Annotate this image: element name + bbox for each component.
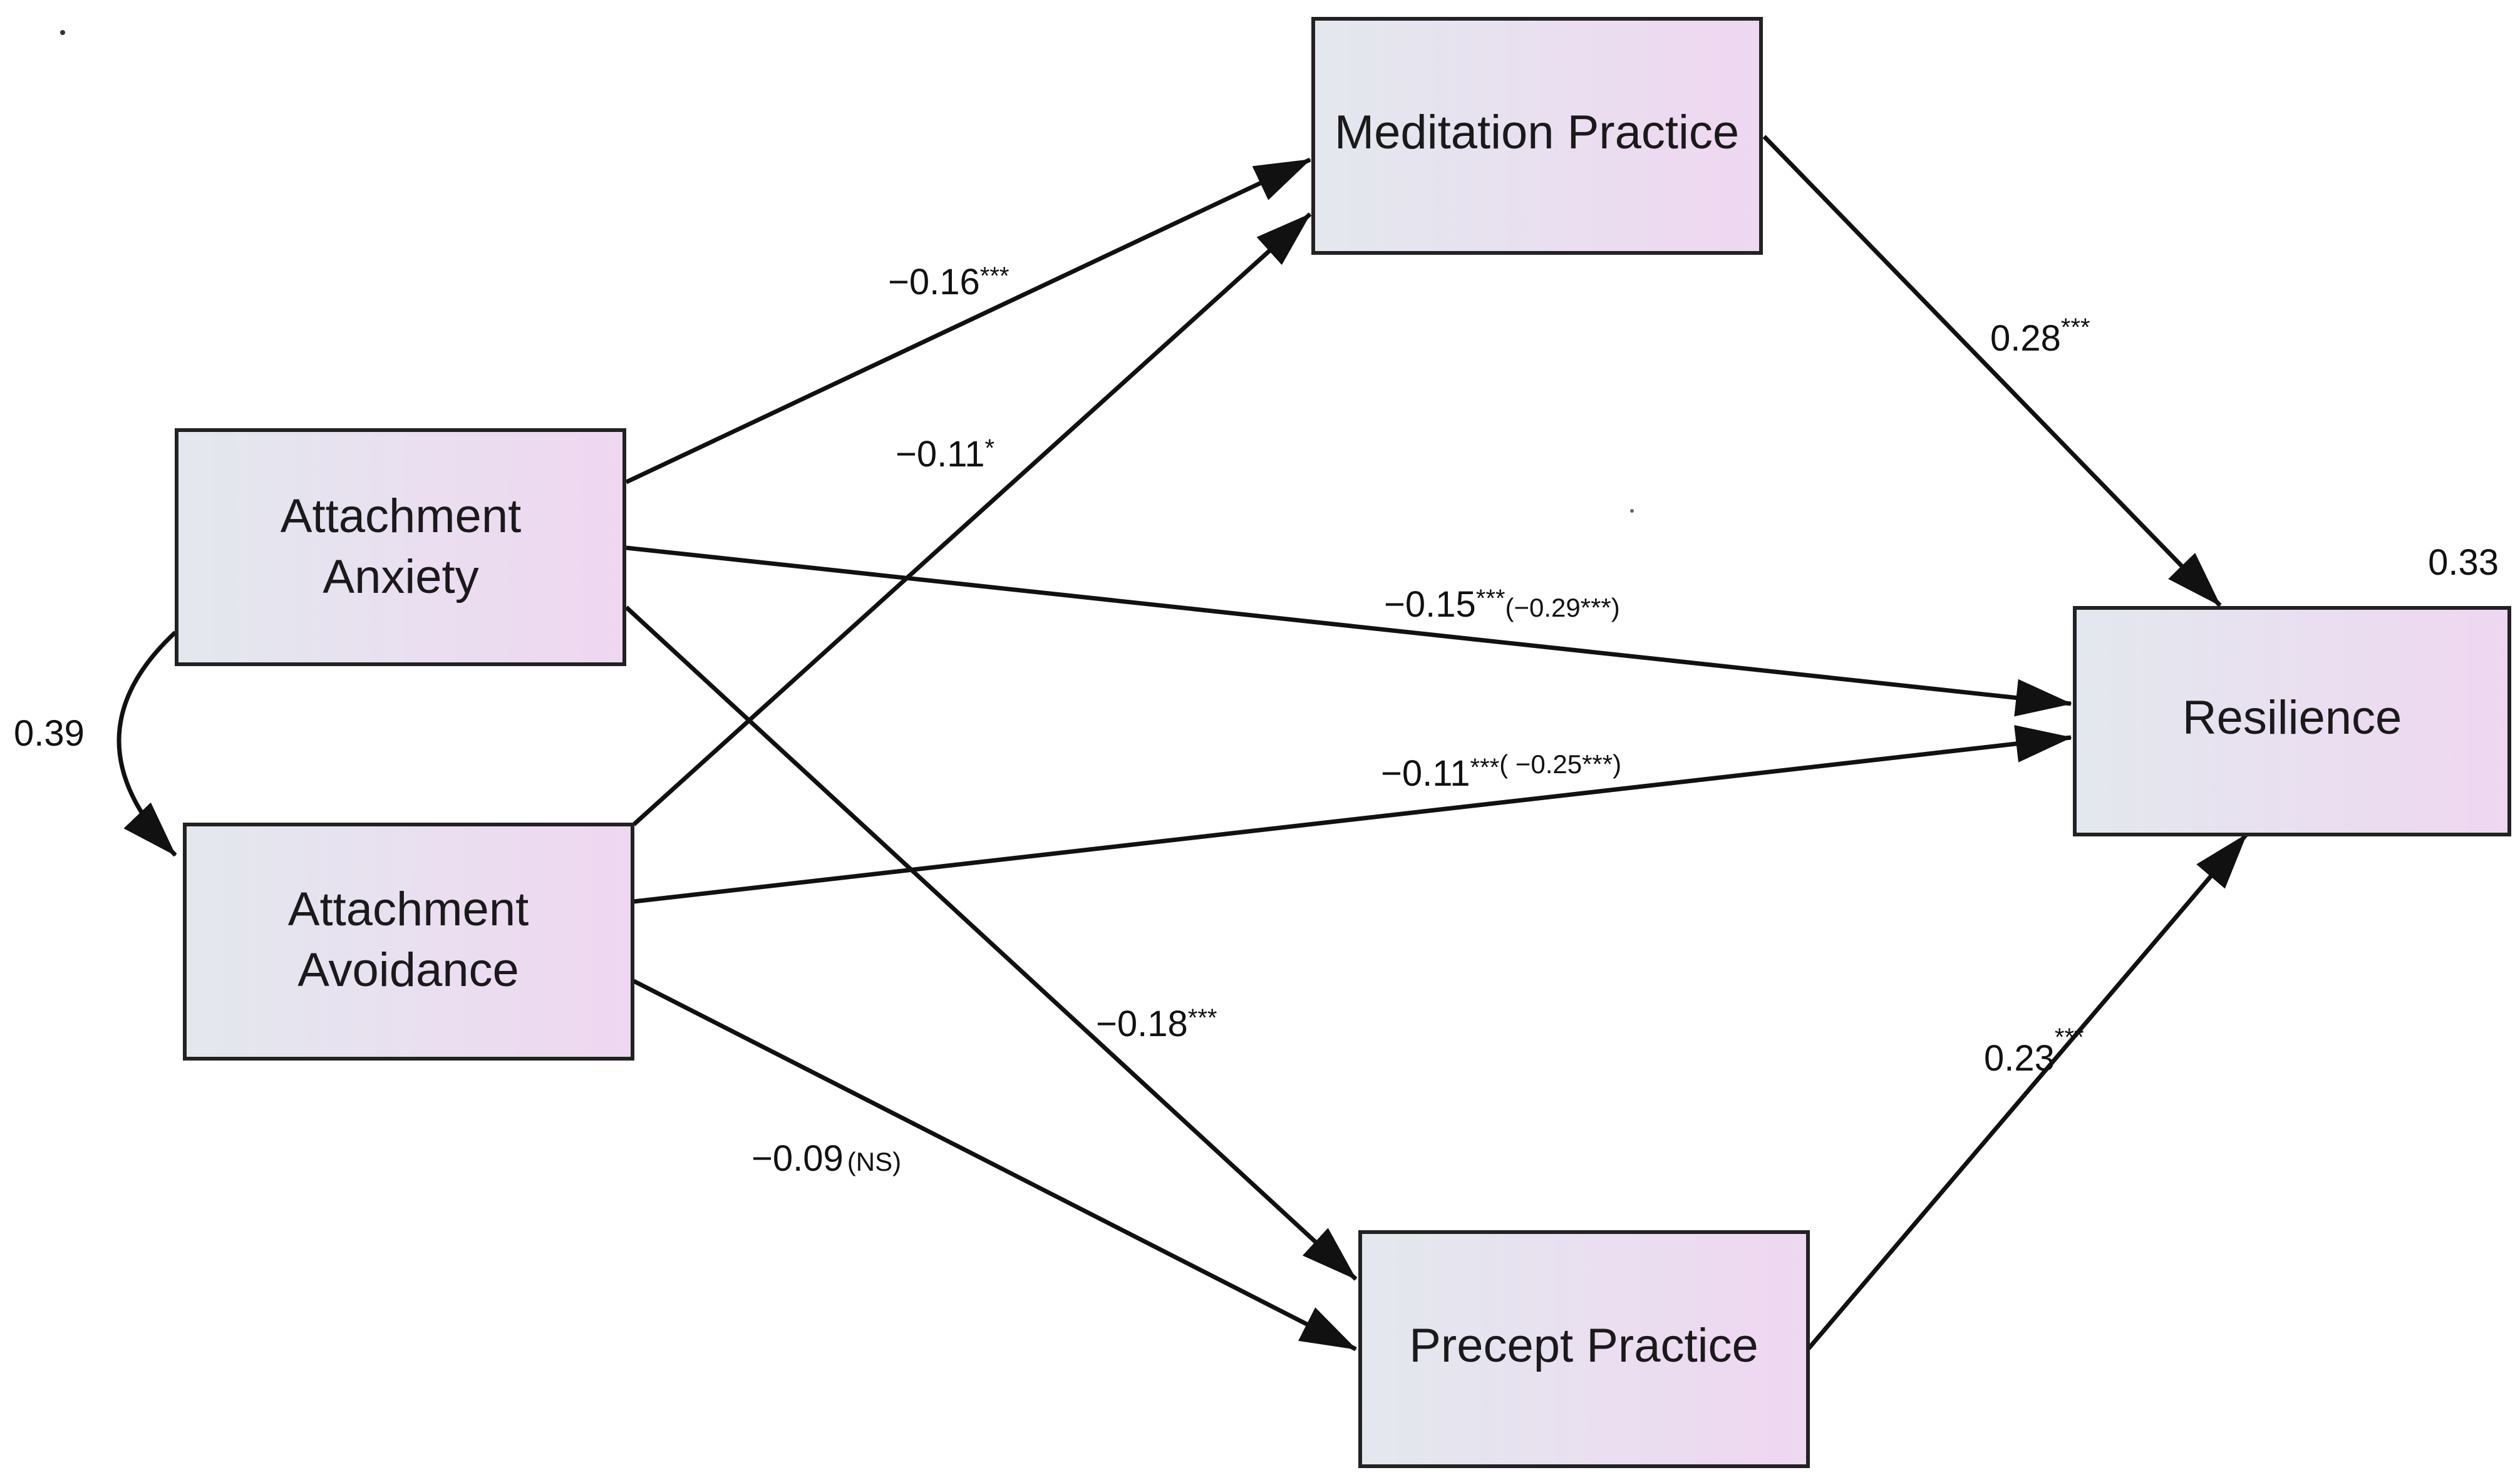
resilience-r-squared: 0.33 (2428, 542, 2499, 583)
coef-meditation-resilience: 0.28*** (1990, 314, 2090, 359)
coef-avoidance-meditation: −0.11* (896, 434, 994, 475)
node-label: Meditation Practice (1335, 106, 1739, 159)
node-precept-practice: Precept Practice (1358, 1230, 1810, 1468)
coef-anxiety-resilience: −0.15***(−0.29***) (1384, 584, 1620, 625)
node-attachment-anxiety: Attachment Anxiety (175, 428, 626, 666)
path-anxiety-precept (624, 605, 1358, 1281)
stray-dot (1630, 509, 1634, 513)
path-anxiety-meditation (625, 157, 1311, 485)
path-avoidance-resilience (633, 725, 2072, 904)
path-meditation-resilience (1762, 135, 2222, 607)
node-meditation-practice: Meditation Practice (1311, 17, 1763, 255)
node-label: Resilience (2182, 691, 2402, 744)
correlation-label: 0.39 (14, 713, 85, 754)
coef-anxiety-precept: −0.18*** (1096, 1004, 1217, 1044)
coef-avoidance-precept: −0.09(NS) (751, 1138, 901, 1179)
stray-dot (60, 30, 65, 35)
coef-avoidance-resilience: −0.11***( −0.25***) (1381, 749, 1621, 794)
node-attachment-avoidance: Attachment Avoidance (183, 823, 634, 1061)
node-label-line1: Attachment (288, 883, 529, 936)
node-label-line2: Avoidance (297, 943, 519, 997)
coef-precept-resilience: 0.23*** (1984, 1024, 2084, 1079)
path-precept-resilience (1807, 833, 2248, 1350)
path-anxiety-resilience (626, 545, 2072, 717)
node-label: Precept Practice (1409, 1319, 1758, 1372)
node-label-line2: Anxiety (323, 550, 478, 604)
path-avoidance-meditation (632, 212, 1312, 826)
coef-anxiety-meditation: −0.16*** (888, 262, 1009, 302)
node-resilience: Resilience (2073, 606, 2511, 836)
correlation-arc (116, 581, 229, 857)
path-avoidance-precept (633, 979, 1357, 1352)
node-label-line1: Attachment (281, 490, 521, 543)
